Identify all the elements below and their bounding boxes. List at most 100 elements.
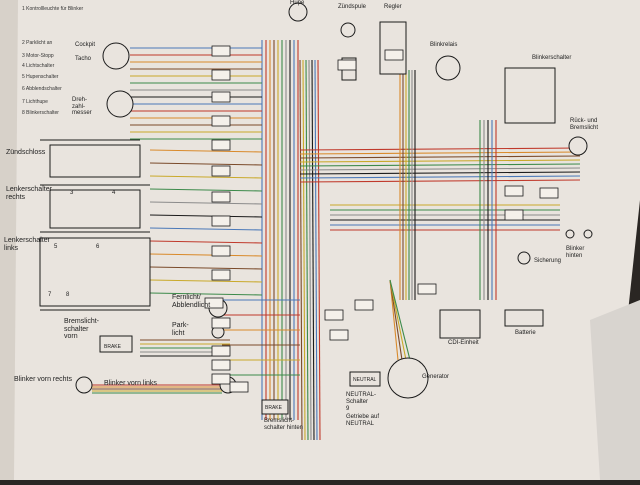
- connector-block: [417, 283, 437, 295]
- label-blinker-links: Blinker vorn links: [104, 380, 157, 387]
- legend-item: 5 Hupenschalter: [22, 74, 59, 80]
- connector-block: [211, 69, 231, 81]
- connector-block: [337, 59, 357, 71]
- label-num5: 5: [54, 244, 58, 250]
- neutral-switch-box: [349, 371, 381, 387]
- connector-block: [539, 187, 559, 199]
- hand-reflection: [590, 300, 640, 480]
- wire: [149, 292, 263, 296]
- tail-light-symbol: [568, 136, 588, 156]
- wire: [305, 59, 309, 441]
- wire: [149, 149, 263, 153]
- label-blinkerschalter: Blinkerschalter: [532, 55, 572, 61]
- legend-item: 1 Kontrollleuchte für Blinker: [22, 6, 84, 12]
- wire: [317, 59, 321, 441]
- wire: [314, 59, 318, 441]
- connector-block: [384, 49, 404, 61]
- label-rueck-brems: Rück- und Bremslicht: [570, 118, 599, 131]
- flasher-relay-symbol: [435, 55, 461, 81]
- wire: [389, 279, 411, 361]
- wire: [299, 159, 581, 163]
- connector-block: [211, 215, 231, 227]
- label-drehzahl: Dreh-zahl-messer: [72, 97, 92, 117]
- label-neutral-box: NEUTRAL: [353, 377, 377, 383]
- label-zuendspule: Zündspule: [338, 4, 367, 10]
- label-hupe: Hupe: [290, 0, 305, 6]
- wire: [149, 201, 263, 205]
- label-lenker-links: Lenkerschalter links: [4, 237, 50, 252]
- label-num4: 4: [112, 190, 116, 196]
- wire: [299, 163, 581, 167]
- wire: [299, 147, 581, 151]
- wire: [149, 175, 263, 179]
- connector-block: [211, 269, 231, 281]
- legend-item: 7 Lichthupe: [22, 99, 48, 105]
- wire-bundle: [92, 40, 581, 441]
- wire: [149, 240, 263, 244]
- wire: [149, 162, 263, 166]
- label-lenker-rechts: Lenkerschalter rechts: [6, 186, 52, 201]
- wire: [308, 59, 312, 441]
- wire: [299, 167, 581, 171]
- label-num9: 9: [346, 406, 350, 412]
- connector-blocks: [204, 45, 559, 393]
- horn-symbol: [288, 2, 308, 22]
- ignition-coil-symbol: [340, 22, 356, 38]
- regulator-symbol: [379, 21, 407, 75]
- wire: [149, 279, 263, 283]
- label-batterie: Batterie: [515, 330, 536, 336]
- rear-blinker-1: [565, 229, 575, 239]
- label-blinker-rechts: Blinker vorn rechts: [14, 376, 72, 383]
- wire: [389, 279, 399, 361]
- legend-item: 2 Parklicht an: [22, 40, 53, 46]
- right-switch-box: [49, 189, 141, 229]
- frame-lines: [40, 139, 150, 311]
- connector-block: [324, 309, 344, 321]
- legend-item: 8 Blinkerschalter: [22, 110, 59, 116]
- label-num7: 7: [48, 292, 52, 298]
- wire: [389, 279, 407, 361]
- label-brake-front: BRAKE: [104, 344, 121, 350]
- wire: [302, 59, 306, 441]
- wire: [149, 266, 263, 270]
- paper-margin: [0, 0, 18, 480]
- front-brake-switch-box: [99, 335, 133, 353]
- connector-block: [211, 359, 231, 371]
- label-blinkrelais: Blinkrelais: [430, 42, 458, 48]
- connector-block: [329, 329, 349, 341]
- connector-block: [211, 191, 231, 203]
- speedometer-gauge: [102, 42, 130, 70]
- label-blinker-hinten: Blinker hinten: [566, 246, 585, 259]
- connector-block: [211, 165, 231, 177]
- wire: [299, 179, 581, 183]
- battery-box: [504, 309, 544, 327]
- label-num6: 6: [96, 244, 100, 250]
- label-brake-rear: BRAKE: [265, 405, 282, 411]
- rear-brake-switch-box: [261, 399, 289, 415]
- wire: [299, 171, 581, 175]
- label-generator: Generator: [422, 374, 450, 380]
- label-sicherung: Sicherung: [534, 258, 562, 264]
- connector-block: [211, 115, 231, 127]
- legend-item: 6 Abblendschalter: [22, 86, 62, 92]
- connector-block: [211, 245, 231, 257]
- tachometer-gauge: [106, 90, 134, 118]
- connector-block: [211, 45, 231, 57]
- label-zuendschloss: Zündschloss: [6, 149, 46, 156]
- wire: [149, 188, 263, 192]
- label-regler: Regler: [384, 4, 402, 10]
- connector-block: [504, 209, 524, 221]
- label-parklicht: Park-licht: [172, 322, 189, 337]
- wire: [149, 253, 263, 257]
- connector-block: [211, 91, 231, 103]
- label-num3: 3: [70, 190, 74, 196]
- wire: [299, 175, 581, 179]
- wire: [311, 59, 315, 441]
- connector-block: [211, 317, 231, 329]
- wire: [299, 151, 581, 155]
- wire: [149, 214, 263, 218]
- wire: [299, 155, 581, 159]
- label-num8: 8: [66, 292, 70, 298]
